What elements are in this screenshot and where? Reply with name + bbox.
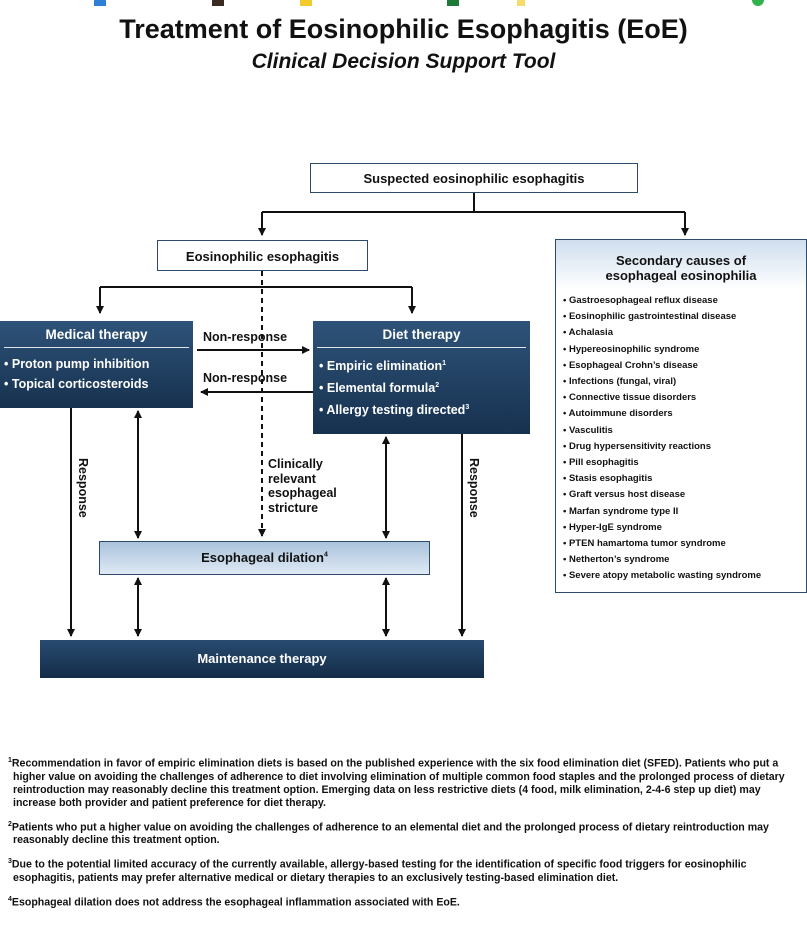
secondary-title-line2: esophageal eosinophilia — [605, 268, 757, 283]
list-item: Stasis esophagitis — [563, 471, 806, 487]
secondary-causes-box: Secondary causes of esophageal eosinophi… — [555, 239, 807, 593]
medical-divider — [4, 347, 189, 348]
toolbar-icon-lightyellow — [517, 0, 525, 6]
secondary-causes-title: Secondary causes of esophageal eosinophi… — [556, 240, 806, 283]
nonresponse-label-top: Non-response — [203, 330, 288, 344]
diet-item-text: Elemental formula — [326, 381, 436, 396]
top-toolbar-remnant — [0, 0, 807, 8]
stricture-label: Clinically relevant esophageal stricture — [268, 457, 337, 515]
stricture-line: esophageal — [268, 486, 337, 500]
dilation-label: Esophageal dilation — [201, 550, 324, 565]
page-title: Treatment of Eosinophilic Esophagitis (E… — [119, 14, 688, 44]
list-item: Allergy testing directed3 — [319, 398, 530, 420]
medical-therapy-box: Medical therapy Proton pump inhibition T… — [0, 321, 193, 408]
page-subtitle: Clinical Decision Support Tool — [251, 50, 556, 73]
esophageal-dilation-box: Esophageal dilation4 — [99, 541, 430, 575]
list-item: Connective tissue disorders — [563, 390, 806, 406]
medical-therapy-title: Medical therapy — [45, 327, 148, 342]
suspected-eoe-label: Suspected eosinophilic esophagitis — [363, 171, 585, 186]
footnote-text: Due to the potential limited accuracy of… — [11, 858, 747, 884]
list-item: Hyper-IgE syndrome — [563, 520, 806, 536]
footnote-3: 3Due to the potential limited accuracy o… — [4, 855, 804, 885]
list-item: Topical corticosteroids — [4, 374, 193, 394]
list-item: Achalasia — [563, 325, 806, 341]
footnote-number: 2 — [8, 820, 12, 828]
footnote-2: 2Patients who put a higher value on avoi… — [4, 818, 804, 848]
list-item: Autoimmune disorders — [563, 406, 806, 422]
list-item: Marfan syndrome type II — [563, 504, 806, 520]
list-item: Hypereosinophilic syndrome — [563, 342, 806, 358]
footnote-number: 3 — [8, 858, 12, 866]
footnote-number: 4 — [8, 895, 12, 903]
list-item: Elemental formula2 — [319, 376, 530, 398]
stricture-line: stricture — [268, 500, 319, 515]
list-item: Empiric elimination1 — [319, 354, 530, 376]
footnotes: 1Recommendation in favor of empiric elim… — [4, 754, 804, 909]
maintenance-therapy-box: Maintenance therapy — [40, 640, 484, 678]
list-item: Eosinophilic gastrointestinal disease — [563, 309, 806, 325]
footnote-text: Patients who put a higher value on avoid… — [11, 821, 769, 847]
list-item: Proton pump inhibition — [4, 354, 193, 374]
stricture-line: Clinically — [268, 457, 323, 471]
footnote-ref: 2 — [435, 382, 440, 390]
footnote-ref: 4 — [323, 551, 328, 559]
diet-therapy-list: Empiric elimination1 Elemental formula2 … — [313, 354, 530, 420]
list-item: Severe atopy metabolic wasting syndrome — [563, 568, 806, 584]
maintenance-label: Maintenance therapy — [197, 651, 327, 666]
footnote-text: Recommendation in favor of empiric elimi… — [11, 757, 785, 809]
stricture-line: relevant — [268, 471, 316, 486]
list-item: Infections (fungal, viral) — [563, 374, 806, 390]
list-item: Netherton’s syndrome — [563, 552, 806, 568]
eoe-label: Eosinophilic esophagitis — [185, 249, 340, 264]
footnote-ref: 1 — [442, 360, 447, 367]
footnote-ref: 3 — [465, 404, 470, 412]
diet-therapy-title: Diet therapy — [382, 327, 461, 342]
toolbar-icon-yellow — [300, 0, 312, 6]
toolbar-icon-green — [447, 0, 459, 6]
secondary-title-line1: Secondary causes of — [615, 253, 747, 268]
list-item: Graft versus host disease — [563, 487, 806, 503]
diet-therapy-box: Diet therapy Empiric elimination1 Elemen… — [313, 321, 530, 434]
eoe-box: Eosinophilic esophagitis — [157, 240, 368, 271]
response-label-left: Response — [76, 458, 90, 518]
footnote-text: Esophageal dilation does not address the… — [11, 896, 460, 909]
nonresponse-label-bottom: Non-response — [203, 371, 288, 385]
list-item: Pill esophagitis — [563, 455, 806, 471]
footnote-1: 1Recommendation in favor of empiric elim… — [4, 754, 804, 810]
response-label-right: Response — [467, 458, 481, 518]
medical-therapy-list: Proton pump inhibition Topical corticost… — [0, 354, 193, 394]
toolbar-icon-green-circle — [752, 0, 764, 6]
diet-item-text: Allergy testing directed — [326, 403, 466, 418]
toolbar-icon-dark — [212, 0, 224, 6]
secondary-causes-list: Gastroesophageal reflux disease Eosinoph… — [556, 293, 806, 585]
toolbar-icon-blue — [94, 0, 106, 6]
list-item: Esophageal Crohn’s disease — [563, 358, 806, 374]
list-item: PTEN hamartoma tumor syndrome — [563, 536, 806, 552]
suspected-eoe-box: Suspected eosinophilic esophagitis — [310, 163, 638, 193]
list-item: Vasculitis — [563, 423, 806, 439]
diet-divider — [317, 347, 526, 348]
diet-item-text: Empiric elimination — [326, 359, 443, 374]
list-item: Gastroesophageal reflux disease — [563, 293, 806, 309]
footnote-number: 1 — [8, 757, 12, 764]
list-item: Drug hypersensitivity reactions — [563, 439, 806, 455]
footnote-4: 4Esophageal dilation does not address th… — [4, 893, 804, 910]
